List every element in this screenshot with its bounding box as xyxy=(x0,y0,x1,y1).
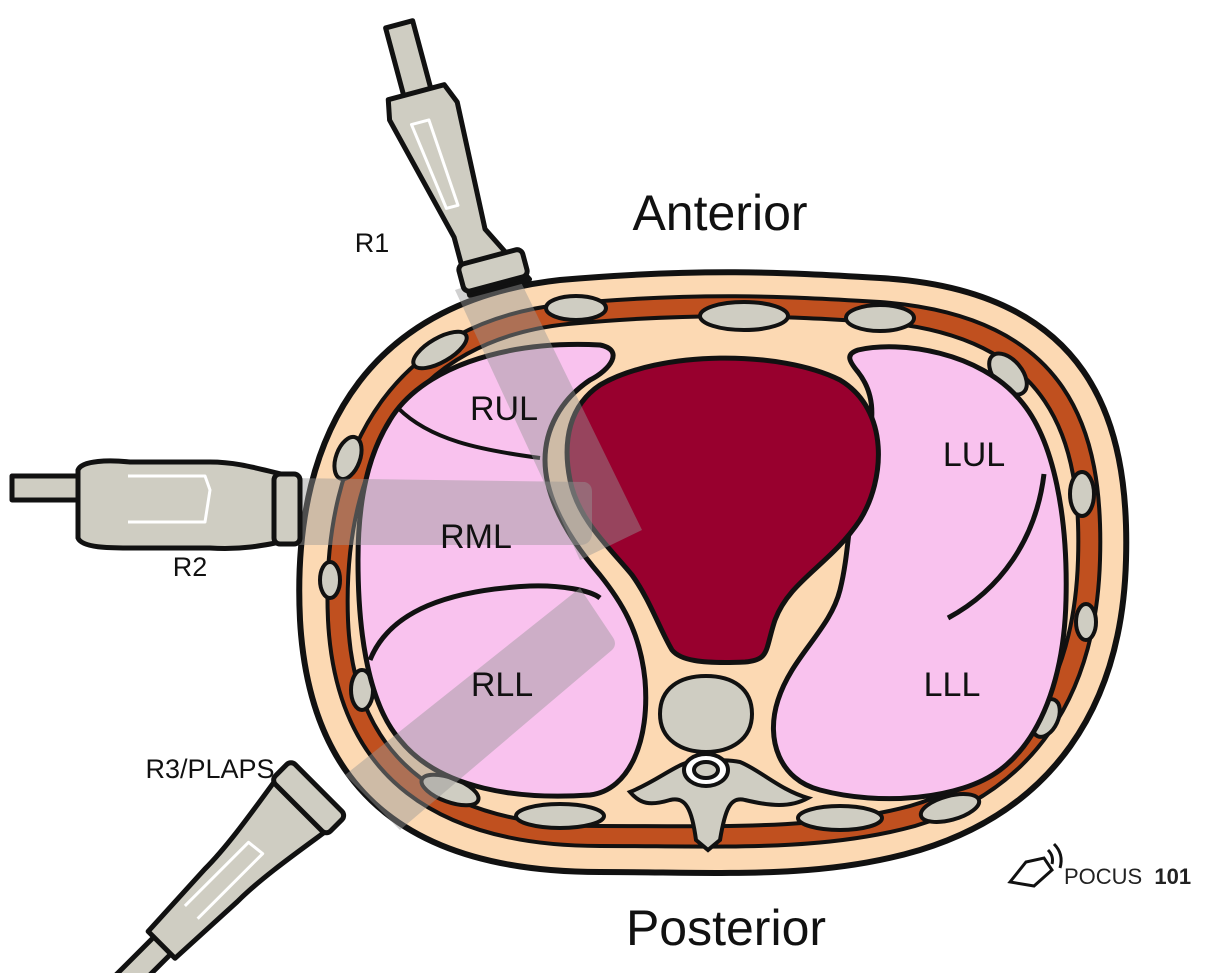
probe-label-r1: R1 xyxy=(355,228,390,258)
lobe-label-rml: RML xyxy=(440,518,512,556)
rib xyxy=(1070,472,1094,516)
lobe-label-rul: RUL xyxy=(470,390,538,428)
probe-r1 xyxy=(366,9,529,304)
lobe-label-lul: LUL xyxy=(943,436,1005,474)
brand-number: 101 xyxy=(1154,864,1191,889)
rib xyxy=(516,804,604,828)
probe-label-r3: R3/PLAPS xyxy=(145,754,274,784)
probe-logo-icon xyxy=(1010,844,1061,886)
lobe-label-rll: RLL xyxy=(471,666,533,704)
posterior-label: Posterior xyxy=(626,900,826,956)
lobe-label-lll: LLL xyxy=(924,666,981,704)
rib xyxy=(546,296,606,320)
pocus-logo: POCUS 101 xyxy=(1010,844,1191,889)
brand-text: POCUS xyxy=(1064,864,1142,889)
rib xyxy=(320,562,340,598)
probe-r2 xyxy=(12,461,300,549)
rib xyxy=(798,806,882,830)
probe-r3 xyxy=(87,760,346,973)
anterior-label: Anterior xyxy=(632,185,807,241)
rib xyxy=(700,302,788,330)
rib xyxy=(1076,604,1096,640)
brand-name: POCUS 101 xyxy=(1064,864,1191,889)
probe-label-r2: R2 xyxy=(173,552,208,582)
rib xyxy=(846,305,914,331)
